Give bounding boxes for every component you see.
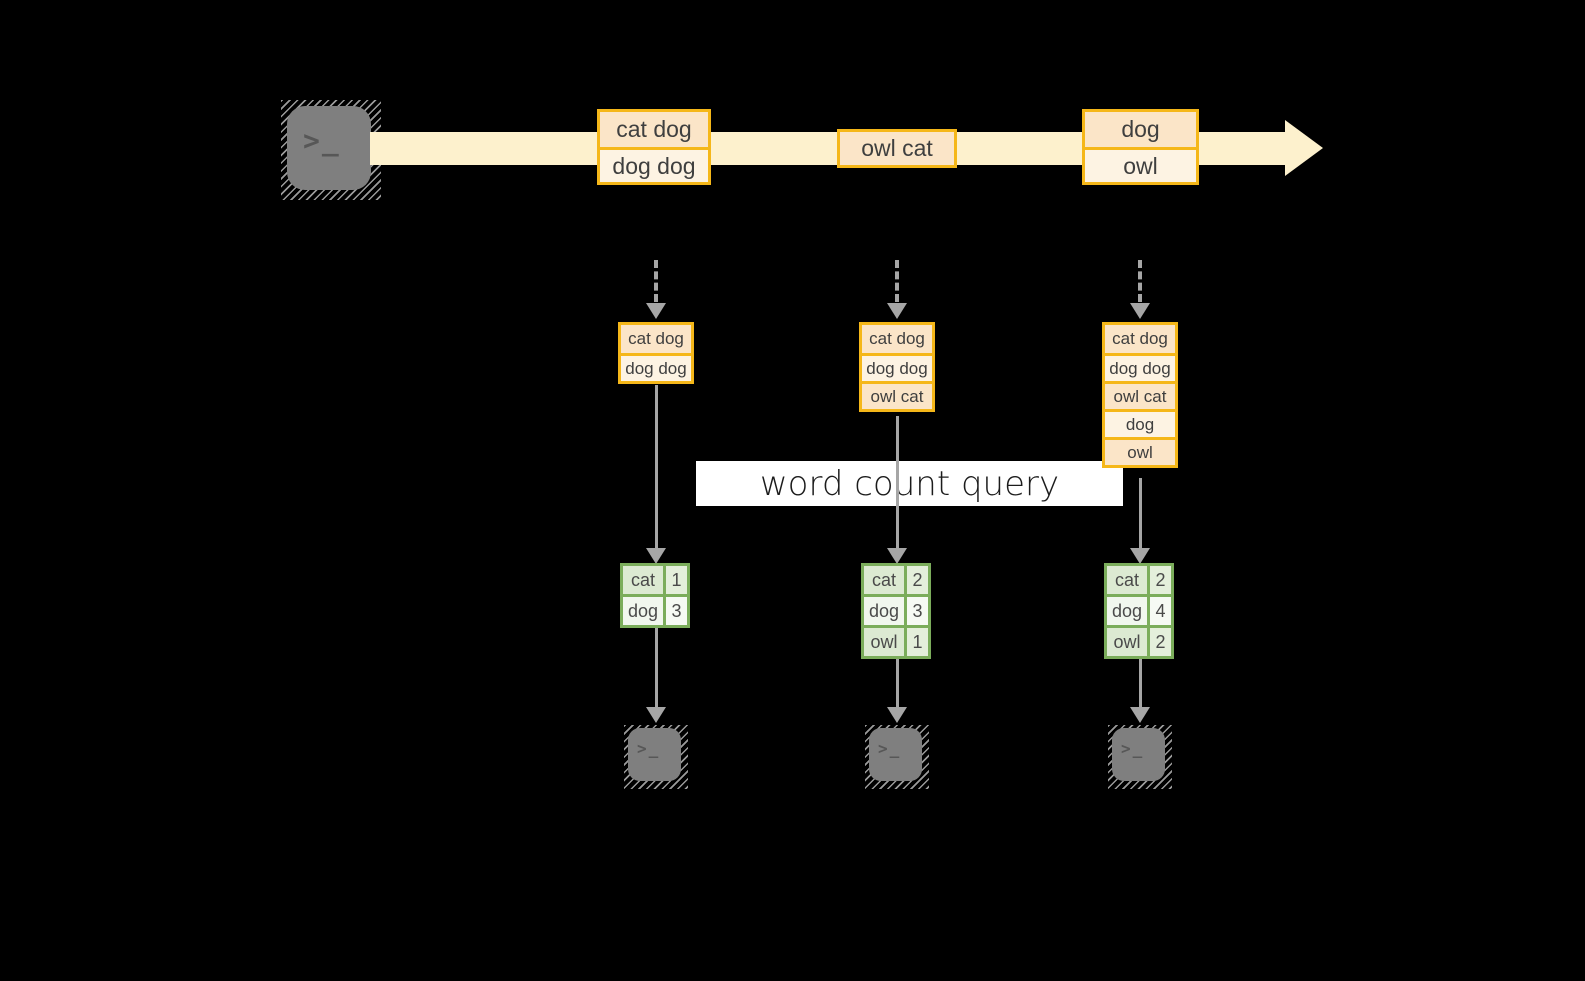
micro-batch-stack-2: cat dog dog dog owl cat (859, 322, 935, 412)
trigger-arrowhead-icon (1130, 303, 1150, 319)
table-row: dog 3 (623, 594, 687, 625)
micro-batch-stack-1: cat dog dog dog (618, 322, 694, 384)
word-cell: dog (864, 597, 904, 625)
output-arrowhead-icon (1130, 707, 1150, 723)
count-cell: 1 (663, 566, 687, 594)
count-table-1: cat 1 dog 3 (620, 563, 690, 628)
flow-arrowhead-icon (1130, 548, 1150, 564)
flow-arrowhead-icon (887, 548, 907, 564)
word-cell: cat (623, 566, 663, 594)
count-cell: 3 (904, 597, 928, 625)
terminal-icon: >_ (287, 106, 371, 190)
stream-arrowhead-icon (1285, 120, 1323, 176)
output-terminal-icon-1: >_ (628, 728, 681, 781)
count-cell: 2 (1147, 566, 1171, 594)
word-cell: cat (864, 566, 904, 594)
output-terminal-icon-3: >_ (1112, 728, 1165, 781)
terminal-prompt-glyph: >_ (878, 739, 902, 758)
terminal-prompt-glyph: >_ (303, 124, 341, 157)
count-cell: 4 (1147, 597, 1171, 625)
table-row: dog 4 (1107, 594, 1171, 625)
flow-line (655, 385, 658, 549)
event-row: dog dog (600, 147, 708, 182)
event-row: owl (1085, 147, 1196, 182)
trigger-arrow-line (895, 260, 899, 302)
batch-row: dog dog (621, 353, 691, 381)
batch-row: owl cat (862, 381, 932, 409)
output-terminal-icon-2: >_ (869, 728, 922, 781)
event-box-batch3: dog owl (1082, 109, 1199, 185)
count-cell: 2 (1147, 628, 1171, 656)
output-arrowhead-icon (646, 707, 666, 723)
trigger-arrow-line (1138, 260, 1142, 302)
terminal-prompt-glyph: >_ (1121, 739, 1145, 758)
count-table-2: cat 2 dog 3 owl 1 (861, 563, 931, 659)
table-row: dog 3 (864, 594, 928, 625)
flow-line (1139, 478, 1142, 549)
trigger-arrow-line (654, 260, 658, 302)
flow-arrowhead-icon (646, 548, 666, 564)
table-row: cat 2 (864, 566, 928, 594)
count-table-3: cat 2 dog 4 owl 2 (1104, 563, 1174, 659)
batch-row: dog (1105, 409, 1175, 437)
batch-row: dog dog (862, 353, 932, 381)
count-cell: 3 (663, 597, 687, 625)
trigger-arrowhead-icon (646, 303, 666, 319)
batch-row: owl cat (1105, 381, 1175, 409)
batch-row: cat dog (862, 325, 932, 353)
word-cell: owl (864, 628, 904, 656)
output-arrowhead-icon (887, 707, 907, 723)
output-arrow-line (655, 628, 658, 708)
batch-row: dog dog (1105, 353, 1175, 381)
word-cell: owl (1107, 628, 1147, 656)
count-cell: 1 (904, 628, 928, 656)
trigger-arrowhead-icon (887, 303, 907, 319)
table-row: cat 2 (1107, 566, 1171, 594)
terminal-prompt-glyph: >_ (637, 739, 661, 758)
event-row: cat dog (600, 112, 708, 147)
event-box-batch1: cat dog dog dog (597, 109, 711, 185)
batch-row: cat dog (621, 325, 691, 353)
table-row: cat 1 (623, 566, 687, 594)
output-arrow-line (896, 659, 899, 708)
batch-row: cat dog (1105, 325, 1175, 353)
micro-batch-stack-3: cat dog dog dog owl cat dog owl (1102, 322, 1178, 468)
word-cell: cat (1107, 566, 1147, 594)
word-cell: dog (1107, 597, 1147, 625)
event-row: dog (1085, 112, 1196, 147)
event-row: owl cat (840, 132, 954, 165)
event-box-batch2: owl cat (837, 129, 957, 168)
count-cell: 2 (904, 566, 928, 594)
flow-line (896, 416, 899, 549)
table-row: owl 1 (864, 625, 928, 656)
output-arrow-line (1139, 659, 1142, 708)
batch-row: owl (1105, 437, 1175, 465)
word-count-query-label: word count query (696, 461, 1123, 506)
word-cell: dog (623, 597, 663, 625)
table-row: owl 2 (1107, 625, 1171, 656)
